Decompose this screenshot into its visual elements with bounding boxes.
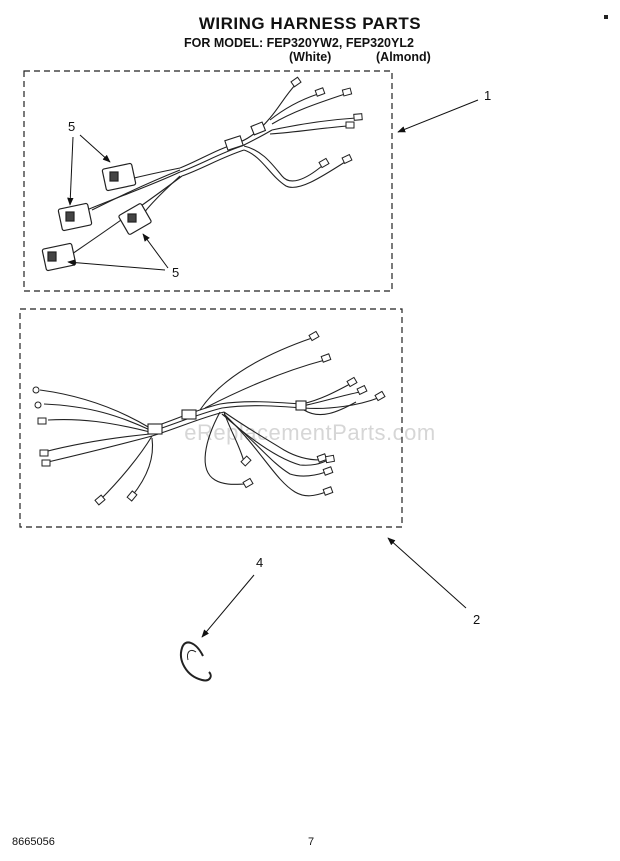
corner-mark — [604, 15, 608, 19]
callout-2: 2 — [473, 612, 480, 627]
callout-5-top: 5 — [68, 119, 75, 134]
callout-4-leader — [201, 574, 255, 638]
wire-clip-inner — [187, 649, 197, 661]
harness-2-boundary — [19, 308, 403, 528]
upper-small-connectors — [290, 76, 363, 169]
color-label-almond: (Almond) — [376, 50, 431, 64]
callout-5-arrows — [67, 134, 169, 271]
callout-2-leader — [387, 537, 467, 609]
model-numbers: FOR MODEL: FEP320YW2, FEP320YL2 — [184, 36, 414, 50]
callout-5-bottom: 5 — [172, 265, 179, 280]
plug-connectors — [41, 162, 152, 272]
page-number: 7 — [308, 836, 315, 848]
callout-1: 1 — [484, 88, 491, 103]
color-label-white: (White) — [289, 50, 332, 64]
lower-small-connectors — [32, 330, 386, 506]
harness-1-boundary — [23, 70, 393, 292]
lower-wiring-harness — [39, 337, 379, 501]
wire-clip — [180, 641, 212, 682]
callout-1-leader — [397, 99, 479, 133]
callout-4: 4 — [256, 555, 263, 570]
watermark: eReplacementParts.com — [184, 420, 436, 445]
page-title: WIRING HARNESS PARTS — [198, 14, 422, 33]
document-number: 8665056 — [12, 836, 55, 848]
